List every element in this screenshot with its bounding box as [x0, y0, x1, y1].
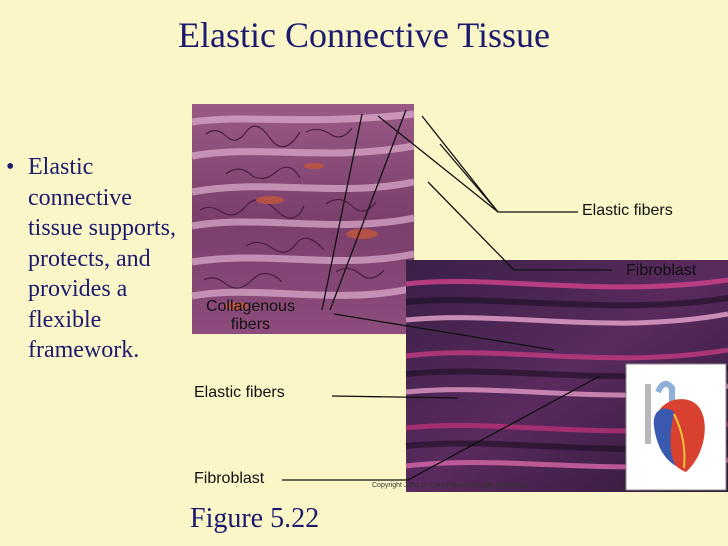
- label-collagenous: Collagenous fibers: [206, 298, 295, 334]
- figure-caption: Figure 5.22: [190, 503, 320, 534]
- bullet-text: Elastic connective tissue supports, prot…: [28, 154, 177, 363]
- label-fibroblast-bottom: Fibroblast: [194, 470, 265, 487]
- label-elastic-fibers-top: Elastic fibers: [582, 202, 673, 219]
- label-fibroblast-top: Fibroblast: [626, 262, 697, 279]
- bullet-list: • Elastic connective tissue supports, pr…: [6, 152, 186, 366]
- slide-title: Elastic Connective Tissue: [178, 15, 550, 55]
- label-elastic-fibers-bottom: Elastic fibers: [194, 384, 285, 401]
- copyright-notice: Copyright John D. Cunningham/Visuals Unl…: [372, 482, 526, 489]
- bullet-item: • Elastic connective tissue supports, pr…: [6, 152, 186, 366]
- label-collagenous-line1: Collagenous: [206, 298, 295, 315]
- tissue-illustration: [191, 104, 728, 492]
- heart-icon: [625, 363, 727, 491]
- tissue-figure: Elastic fibers Fibroblast Collagenous fi…: [186, 74, 728, 494]
- label-collagenous-line2: fibers: [230, 316, 271, 333]
- tissue-drawing: [191, 104, 415, 334]
- leader-lines: [282, 109, 612, 481]
- bullet-symbol: •: [6, 154, 15, 180]
